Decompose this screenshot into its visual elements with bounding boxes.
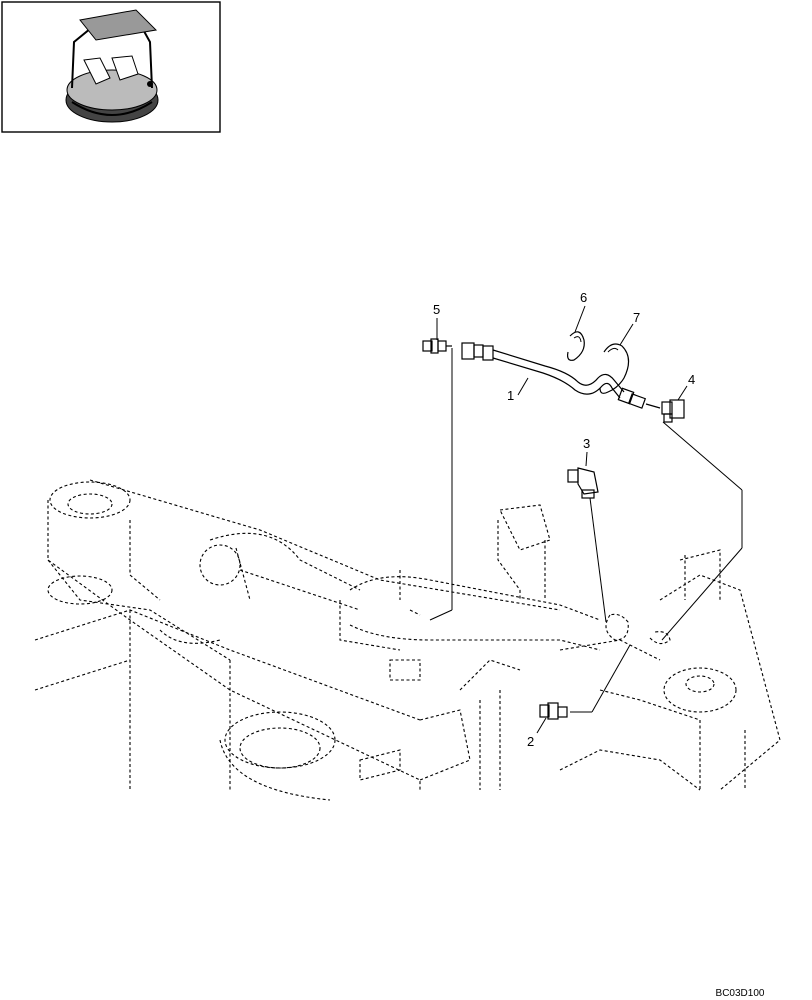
leader-3-assembly <box>589 497 607 623</box>
callout-5: 5 <box>433 302 440 317</box>
leader-4-assembly <box>662 421 743 491</box>
callout-1: 1 <box>507 388 514 403</box>
callout-3: 3 <box>583 436 590 451</box>
excavator-cab-icon <box>65 9 159 123</box>
leader-lines <box>429 305 743 734</box>
callout-2: 2 <box>527 734 534 749</box>
fitting-5 <box>422 338 452 354</box>
connector-2 <box>539 702 568 720</box>
leader-7 <box>619 323 634 346</box>
locator-inset <box>1 1 221 133</box>
elbow-fitting-3 <box>567 467 599 499</box>
excavator-frame-hidden <box>34 479 781 801</box>
hydraulic-line-assembly <box>422 331 685 720</box>
clamp-7 <box>599 343 630 394</box>
leader-4 <box>677 385 688 401</box>
tube-1 <box>461 342 661 409</box>
clip-6 <box>567 331 585 361</box>
elbow-fitting-4 <box>661 399 685 423</box>
figure-code: BC03D100 <box>716 988 765 999</box>
callout-4: 4 <box>688 372 695 387</box>
leader-6 <box>574 305 586 333</box>
callout-7: 7 <box>633 310 640 325</box>
callout-labels: 5 1 6 7 4 3 2 <box>433 290 695 749</box>
leader-2 <box>536 717 547 734</box>
leader-3 <box>585 451 588 467</box>
leader-1 <box>517 377 529 396</box>
callout-6: 6 <box>580 290 587 305</box>
